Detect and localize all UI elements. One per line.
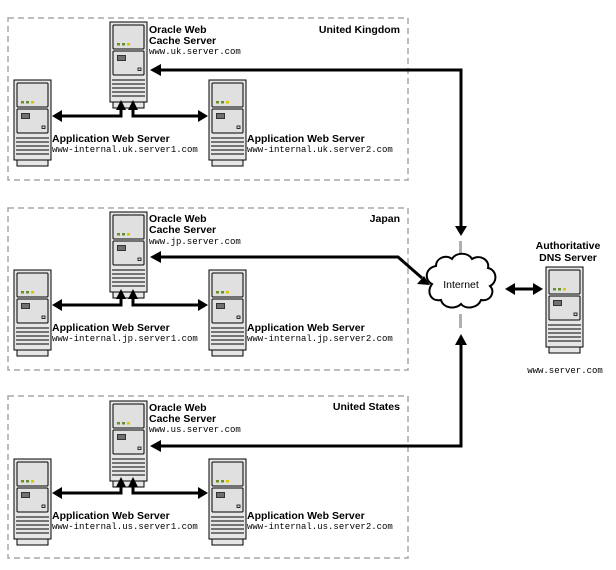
- signal-fade: [459, 314, 462, 328]
- region-united-states: United States Oracle Web Cache Server ww…: [7, 395, 409, 559]
- app-server-uk-2[interactable]: Application Web Server www-internal.uk.s…: [208, 79, 393, 167]
- app-server-host: www-internal.jp.server2.com: [247, 334, 393, 344]
- app-server-host: www-internal.jp.server1.com: [52, 334, 198, 344]
- cache-server-title-line2: Cache Server: [149, 224, 216, 236]
- cache-server-jp[interactable]: Oracle Web Cache Server www.jp.server.co…: [109, 211, 241, 299]
- connector-jp-internet: [150, 251, 430, 285]
- server-icon: [208, 269, 247, 357]
- server-icon: [13, 458, 52, 546]
- internet-label: Internet: [443, 279, 479, 291]
- dns-server[interactable]: Authoritative DNS Server www.server.com: [527, 240, 603, 376]
- region-united-kingdom: United Kingdom Oracle Web Cache Server w…: [7, 17, 409, 181]
- cache-server-us[interactable]: Oracle Web Cache Server www.us.server.co…: [109, 400, 241, 488]
- internal-connector-uk: [52, 100, 208, 122]
- signal-fade: [459, 241, 462, 255]
- region-border: [7, 207, 409, 371]
- app-server-host: www-internal.uk.server2.com: [247, 145, 393, 155]
- app-server-jp-1[interactable]: Application Web Server www-internal.jp.s…: [13, 269, 198, 357]
- app-server-title: Application Web Server: [52, 133, 170, 145]
- app-server-host: www-internal.us.server2.com: [247, 522, 393, 532]
- app-server-host: www-internal.uk.server1.com: [52, 145, 198, 155]
- dns-server-title-line2: DNS Server: [539, 252, 597, 264]
- app-server-jp-2[interactable]: Application Web Server www-internal.jp.s…: [208, 269, 393, 357]
- region-border: [7, 17, 409, 181]
- app-server-title: Application Web Server: [52, 322, 170, 334]
- internal-connector-us: [52, 477, 208, 499]
- app-server-uk-1[interactable]: Application Web Server www-internal.uk.s…: [13, 79, 198, 167]
- app-server-us-2[interactable]: Application Web Server www-internal.us.s…: [208, 458, 393, 546]
- dns-server-title-line1: Authoritative: [536, 240, 601, 252]
- connector-internet-dns: [505, 283, 543, 295]
- server-icon: [109, 211, 148, 299]
- server-icon: [13, 79, 52, 167]
- app-server-us-1[interactable]: Application Web Server www-internal.us.s…: [13, 458, 198, 546]
- region-label: United States: [333, 401, 400, 413]
- cache-server-title-line2: Cache Server: [149, 35, 216, 47]
- server-icon: [208, 458, 247, 546]
- cloud-icon: [425, 252, 497, 309]
- app-server-title: Application Web Server: [247, 510, 365, 522]
- connector-uk-internet: [150, 64, 467, 236]
- app-server-title: Application Web Server: [52, 510, 170, 522]
- internet-cloud[interactable]: Internet: [425, 252, 497, 309]
- app-server-title: Application Web Server: [247, 133, 365, 145]
- server-icon: [109, 21, 148, 109]
- cache-server-host: www.uk.server.com: [149, 47, 241, 57]
- dns-server-host: www.server.com: [527, 366, 603, 376]
- region-label: Japan: [370, 213, 400, 225]
- cache-server-title-line1: Oracle Web: [149, 24, 207, 36]
- server-icon: [13, 269, 52, 357]
- cache-server-uk[interactable]: Oracle Web Cache Server www.uk.server.co…: [109, 21, 241, 109]
- cache-server-title-line1: Oracle Web: [149, 402, 207, 414]
- region-border: [7, 395, 409, 559]
- region-label: United Kingdom: [319, 24, 400, 36]
- app-server-host: www-internal.us.server1.com: [52, 522, 198, 532]
- internal-connector-jp: [52, 289, 208, 311]
- app-server-title: Application Web Server: [247, 322, 365, 334]
- cache-server-title-line1: Oracle Web: [149, 213, 207, 225]
- server-icon: [545, 266, 584, 354]
- server-icon: [109, 400, 148, 488]
- server-icon: [208, 79, 247, 167]
- cache-server-title-line2: Cache Server: [149, 413, 216, 425]
- cache-server-host: www.jp.server.com: [149, 237, 241, 247]
- region-japan: Japan Oracle Web Cache Server www.jp.ser…: [7, 207, 409, 371]
- cache-server-host: www.us.server.com: [149, 425, 241, 435]
- connector-us-internet: [150, 334, 467, 452]
